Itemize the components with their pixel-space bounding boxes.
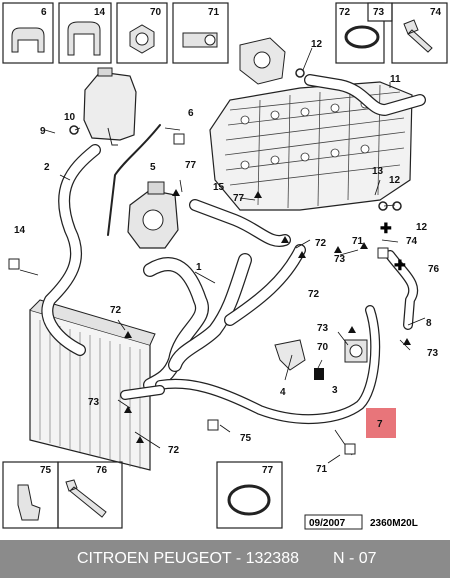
callout-75: 75 — [240, 433, 252, 444]
callout-labels: 12 11 6 10 9 5 2 77 15 77 13 12 12 74 72… — [14, 39, 440, 475]
part-box-6: 6 — [2, 2, 54, 64]
clip-6-icon — [11, 27, 45, 53]
callout-74: 74 — [406, 236, 418, 247]
callout-76: 76 — [428, 264, 440, 275]
hose-clamp-77-icon — [227, 484, 271, 516]
footer-bar: CITROEN PEUGEOT - 132388 N - 07 — [0, 540, 450, 578]
callout-77: 77 — [233, 193, 245, 204]
callout-5: 5 — [150, 162, 156, 173]
callout-72: 72 — [315, 238, 327, 249]
svg-text:76: 76 — [96, 465, 108, 476]
reference-markers: ✚ ✚ — [8, 68, 411, 455]
engine-cylinder-head — [209, 81, 413, 211]
footer-title: CITROEN PEUGEOT - 132388 — [77, 550, 299, 567]
callout-73: 73 — [88, 397, 100, 408]
svg-text:09/2007: 09/2007 — [309, 518, 346, 529]
callout-15: 15 — [213, 182, 225, 193]
svg-text:73: 73 — [373, 7, 385, 18]
callout-73: 73 — [427, 348, 439, 359]
callout-73: 73 — [317, 323, 329, 334]
callout-73: 73 — [334, 254, 346, 265]
callout-13: 13 — [372, 166, 384, 177]
part-box-73: 73 — [367, 2, 393, 22]
part-box-71: 71 — [172, 2, 229, 64]
callout-14: 14 — [14, 225, 26, 236]
callout-9: 9 — [40, 126, 46, 137]
bolt-76-icon — [65, 479, 107, 518]
hose-clamp-72-icon — [344, 25, 380, 49]
callout-12: 12 — [311, 39, 323, 50]
thermostat-housing — [239, 37, 286, 85]
bolt-74-icon — [403, 19, 433, 53]
callout-70: 70 — [317, 342, 329, 353]
part-box-14: 14 — [58, 2, 112, 64]
svg-text:75: 75 — [40, 465, 52, 476]
callout-12: 12 — [389, 175, 401, 186]
footer-page: N - 07 — [333, 550, 377, 567]
callout-6: 6 — [188, 108, 194, 119]
svg-text:71: 71 — [208, 7, 220, 18]
part-box-76: 76 — [57, 461, 123, 529]
svg-text:14: 14 — [94, 7, 106, 18]
callout-1: 1 — [196, 262, 202, 273]
svg-text:70: 70 — [150, 7, 162, 18]
radiator — [29, 299, 156, 471]
callout-72: 72 — [168, 445, 180, 456]
svg-text:74: 74 — [430, 7, 442, 18]
drawing-stamp: 09/2007 2360M20L — [304, 514, 418, 530]
callout-3: 3 — [332, 385, 338, 396]
callout-72: 72 — [110, 305, 122, 316]
svg-text:77: 77 — [262, 465, 274, 476]
svg-text:6: 6 — [41, 7, 47, 18]
expansion-tank — [83, 67, 137, 146]
svg-text:2360M20L: 2360M20L — [370, 518, 418, 529]
callout-2: 2 — [44, 162, 50, 173]
callout-77: 77 — [185, 160, 197, 171]
svg-text:7: 7 — [377, 419, 383, 430]
callout-8: 8 — [426, 318, 432, 329]
clip-75-icon — [17, 484, 41, 521]
part-box-70: 70 — [116, 2, 168, 64]
water-pump-housing — [127, 181, 179, 249]
part-box-75: 75 — [2, 461, 59, 529]
bleed-fitting — [274, 339, 368, 380]
svg-text:✚: ✚ — [394, 257, 406, 273]
part-box-74: 74 — [391, 2, 448, 64]
svg-text:72: 72 — [339, 7, 351, 18]
callout-11: 11 — [390, 74, 401, 85]
parts-diagram: 6 14 70 71 72 73 74 — [2, 2, 448, 530]
part-box-77: 77 — [216, 461, 283, 529]
callout-4: 4 — [280, 387, 286, 398]
clip-14-icon — [67, 21, 101, 56]
hoses — [41, 74, 426, 424]
callout-71: 71 — [352, 236, 364, 247]
svg-text:✚: ✚ — [380, 220, 392, 236]
highlight-part-7: 7 — [366, 408, 396, 438]
part-box-72: 72 — [335, 2, 385, 64]
callout-10: 10 — [64, 112, 76, 123]
callout-72: 72 — [308, 289, 320, 300]
callout-12: 12 — [416, 222, 428, 233]
callout-71: 71 — [316, 464, 328, 475]
